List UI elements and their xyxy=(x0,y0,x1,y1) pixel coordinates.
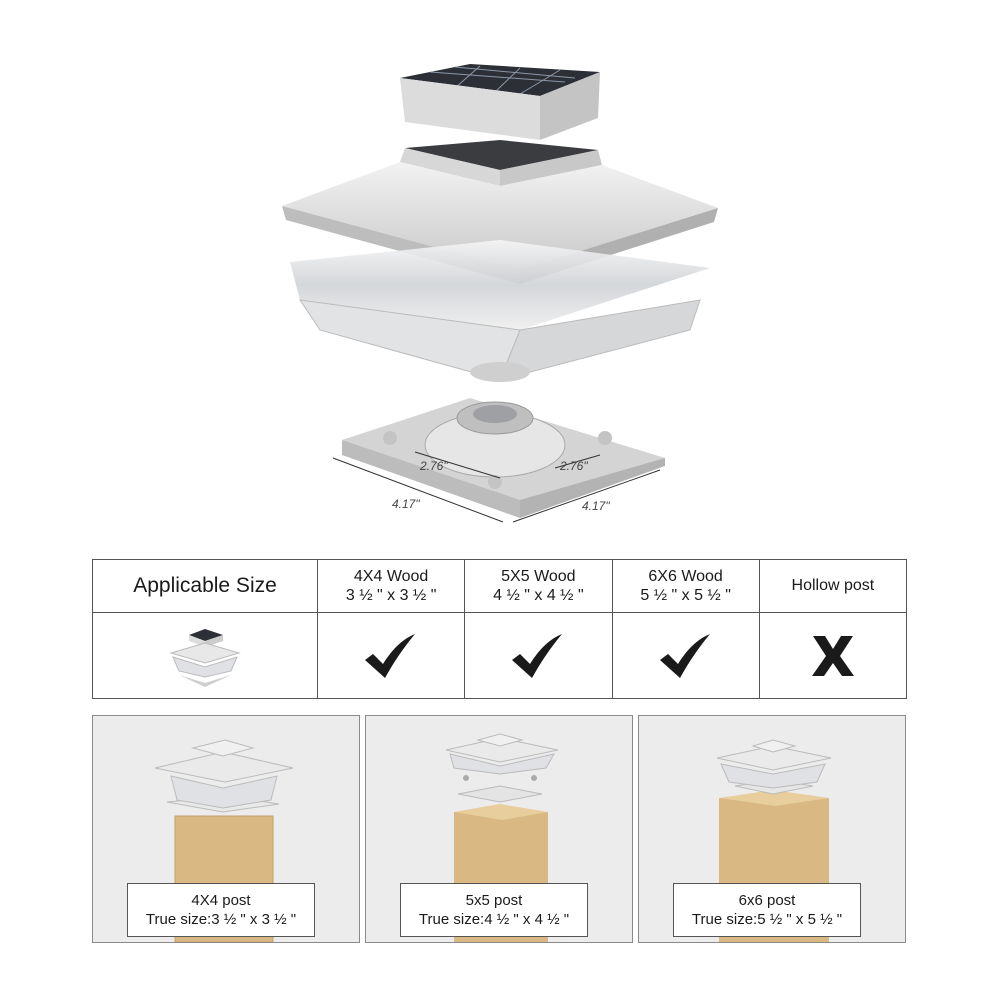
check-4x4 xyxy=(316,612,466,699)
post-cap-thumbnail-image xyxy=(169,628,241,687)
dimension-lines xyxy=(332,451,661,523)
exploded-product-diagram: 2.76" 2.76" 4.17" 4.17" xyxy=(282,64,718,523)
caption-6x6: 6x6 post True size:5 ½ " x 5 ½ " xyxy=(673,883,861,937)
panel-5x5-post: 5x5 post True size:4 ½ " x 4 ½ " xyxy=(365,715,633,943)
col-6x6-heading: 6X6 Wood 5 ½ " x 5 ½ " xyxy=(611,559,760,613)
compatibility-table: Applicable Size 4X4 Wood 3 ½ " x 3 ½ " 5… xyxy=(92,559,908,699)
col-hollow-heading: Hollow post xyxy=(758,559,908,613)
glass-diffuser xyxy=(290,240,710,382)
solar-panel-top xyxy=(400,64,600,96)
checkmark-icon xyxy=(365,633,416,678)
caption-5x5: 5x5 post True size:4 ½ " x 4 ½ " xyxy=(400,883,588,937)
cap-roof xyxy=(282,140,718,284)
col-4x4-heading: 4X4 Wood 3 ½ " x 3 ½ " xyxy=(316,559,466,613)
product-thumbnail xyxy=(92,612,318,699)
solar-module xyxy=(400,64,600,140)
dim-bottom-left: 4.17" xyxy=(392,497,420,511)
caption-4x4: 4X4 post True size:3 ½ " x 3 ½ " xyxy=(127,883,315,937)
dim-top-right: 2.76" xyxy=(559,459,588,473)
col-5x5-heading: 5X5 Wood 4 ½ " x 4 ½ " xyxy=(464,559,613,613)
applicable-size-heading: Applicable Size xyxy=(92,559,318,613)
check-6x6 xyxy=(611,612,760,699)
checkmark-icon xyxy=(512,633,563,678)
mounting-base xyxy=(342,398,665,518)
cross-hollow xyxy=(758,612,908,699)
cross-icon xyxy=(811,635,854,676)
panel-6x6-post: 6x6 post True size:5 ½ " x 5 ½ " xyxy=(638,715,906,943)
check-5x5 xyxy=(464,612,613,699)
dim-top-left: 2.76" xyxy=(419,459,448,473)
checkmark-icon xyxy=(659,633,710,678)
panel-4x4-post: 4X4 post True size:3 ½ " x 3 ½ " xyxy=(92,715,360,943)
dim-bottom-right: 4.17" xyxy=(582,499,610,513)
